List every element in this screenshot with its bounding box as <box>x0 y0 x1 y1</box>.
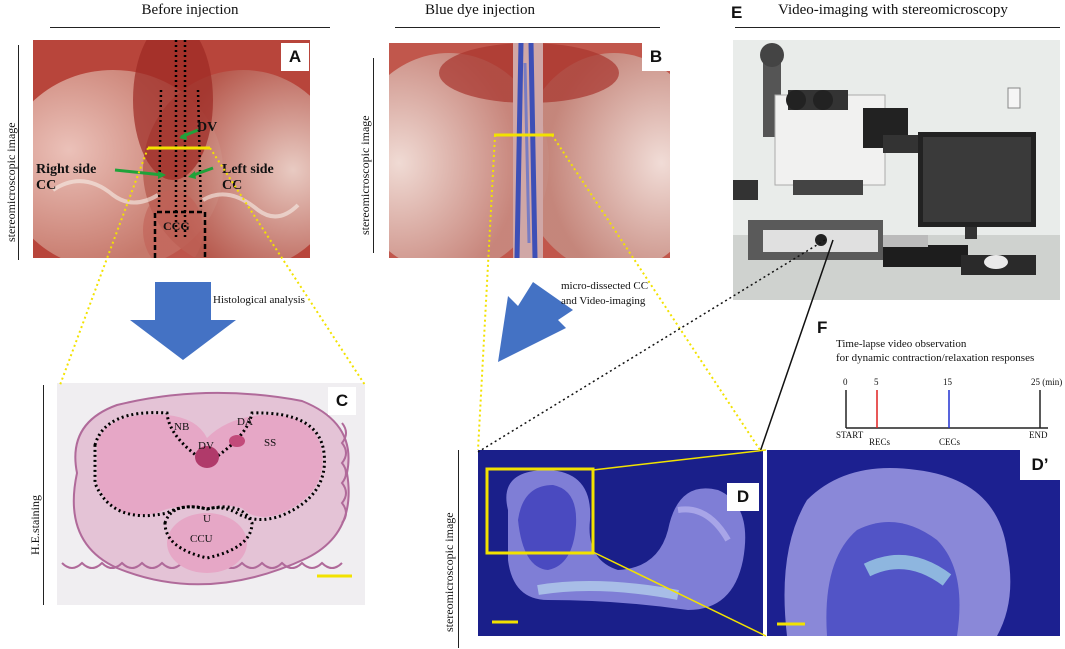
header-video-imaging: Video-imaging with stereomicroscopy <box>778 2 1008 18</box>
header-rule-blue <box>395 27 660 28</box>
label-u: U <box>203 513 211 525</box>
header-rule-video <box>735 27 1060 28</box>
tick-label-end: END <box>1029 430 1048 440</box>
panel-letter-b: B <box>642 43 670 71</box>
label-histological-analysis: Histological analysis <box>213 294 305 306</box>
tick-label-start: START <box>836 430 864 440</box>
label-ss: SS <box>264 437 277 449</box>
label-micro-dissected-line2: and Video-imaging <box>561 295 646 307</box>
panel-d-prime-image <box>767 450 1060 636</box>
label-micro-dissected-line1: micro-dissected CC <box>561 280 649 292</box>
panel-letter-d: D <box>727 483 759 511</box>
label-left-cc: CC <box>222 178 243 193</box>
label-ccu: CCU <box>190 533 213 545</box>
label-right-side: Right side <box>36 162 97 177</box>
header-blue-dye: Blue dye injection <box>425 2 535 18</box>
panel-letter-d-prime: D’ <box>1020 450 1060 480</box>
side-label-d: stereomicroscopic image <box>442 512 456 632</box>
label-right-cc: CC <box>36 178 57 193</box>
side-rule-b <box>373 58 374 253</box>
timeline-title-line1: Time-lapse video observation <box>836 338 967 350</box>
side-rule-a <box>18 45 19 260</box>
panel-e-image <box>733 40 1060 300</box>
panel-letter-a: A <box>281 43 309 71</box>
label-nb: NB <box>174 421 190 433</box>
label-dv-c: DV <box>198 440 214 452</box>
tick-value-15: 15 <box>943 377 952 387</box>
tick-value-5: 5 <box>874 377 879 387</box>
tick-value-0: 0 <box>843 377 848 387</box>
label-da: DA <box>237 416 253 428</box>
panel-letter-f: F <box>817 318 828 337</box>
panel-letter-e: E <box>731 3 743 22</box>
label-dv-a: DV <box>197 120 218 135</box>
panel-d-image <box>478 450 763 636</box>
tick-value-25: 25 (min) <box>1031 377 1063 387</box>
panel-b-image <box>389 43 670 258</box>
side-rule-c <box>43 385 44 605</box>
side-label-a: stereomicroscopic image <box>4 122 18 242</box>
side-rule-d <box>458 450 459 648</box>
panel-letter-c: C <box>328 387 356 415</box>
header-before-injection: Before injection <box>141 2 239 18</box>
label-left-side: Left side <box>222 162 274 177</box>
side-label-b: stereomicroscopic image <box>358 115 372 235</box>
timeline-title-line2: for dynamic contraction/relaxation respo… <box>836 352 1035 364</box>
header-rule-before <box>50 27 330 28</box>
tick-label-cecs: CECs <box>939 437 961 447</box>
panel-c-image <box>57 383 365 605</box>
label-ccg: CCG <box>163 219 190 233</box>
side-label-c: H.E.staining <box>28 495 42 555</box>
tick-label-recs: RECs <box>869 437 891 447</box>
timeline-axis <box>838 385 1058 445</box>
